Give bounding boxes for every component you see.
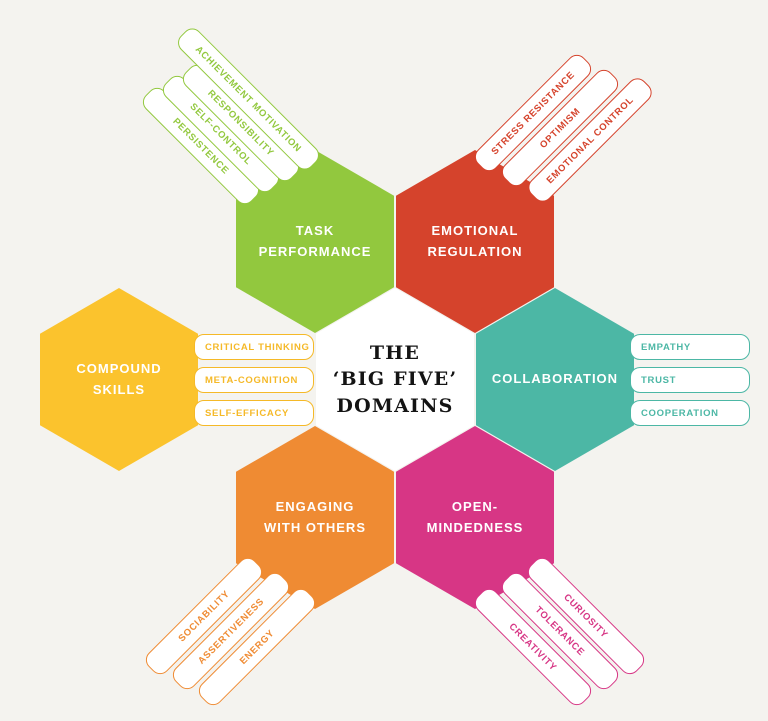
skill-pill-self-efficacy: SELF-EFFICACY xyxy=(194,400,314,426)
emotional-regulation-title: EMOTIONAL REGULATION xyxy=(427,223,523,259)
diagram-title-line1: THE xyxy=(369,341,421,364)
compound-skills-title: COMPOUND SKILLS xyxy=(76,361,162,397)
skill-pill-critical-thinking: CRITICAL THINKING xyxy=(194,334,314,360)
diagram-title: THE ‘BIG FIVE’ DOMAINS xyxy=(333,340,458,420)
skill-pill-meta-cognition: META-COGNITION xyxy=(194,367,314,393)
skill-pill-empathy: EMPATHY xyxy=(630,334,750,360)
open-mindedness-title: OPEN- MINDEDNESS xyxy=(426,499,524,535)
hexagon-compound-skills: COMPOUND SKILLS xyxy=(40,288,198,471)
task-performance-title: TASK PERFORMANCE xyxy=(258,223,372,259)
diagram-title-line3: DOMAINS xyxy=(336,394,454,417)
skill-pill-cooperation: COOPERATION xyxy=(630,400,750,426)
collaboration-title: COLLABORATION xyxy=(491,371,619,387)
center-hexagon: THE ‘BIG FIVE’ DOMAINS xyxy=(316,288,474,471)
engaging-with-others-title: ENGAGING WITH OTHERS xyxy=(264,499,366,535)
skill-pill-trust: TRUST xyxy=(630,367,750,393)
diagram-title-line2: ‘BIG FIVE’ xyxy=(332,368,458,391)
hexagon-engaging-with-others: ENGAGING WITH OTHERS xyxy=(236,426,394,609)
